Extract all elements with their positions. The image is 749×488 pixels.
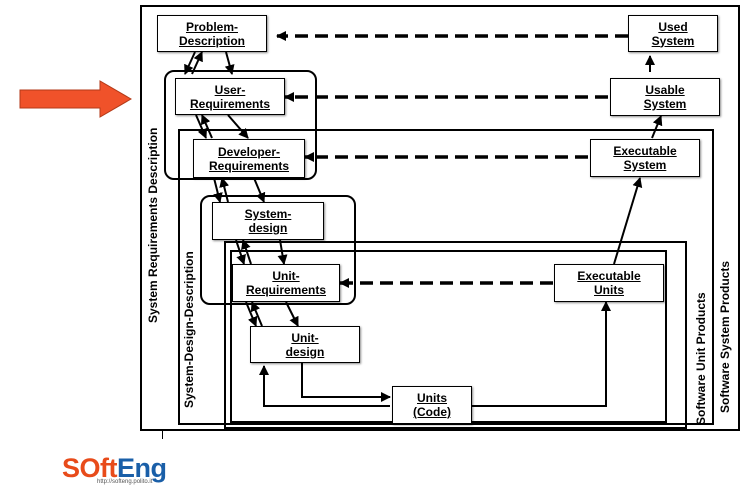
system-design-box: System- design [212,202,324,240]
user-requirements-box: User- Requirements [175,78,285,115]
logo-url: http://softeng.polito.it [97,479,153,485]
units-code-box: Units (Code) [392,386,472,424]
executable-units-box: Executable Units [554,264,664,302]
executable-system-box: Executable System [590,139,700,177]
usable-system-box: Usable System [610,78,720,116]
unit-design-box: Unit- design [250,326,360,363]
region-requirements [164,70,317,180]
pointer-arrow-icon [19,80,132,118]
frame-tick [162,431,163,439]
region-software-unit-products-outer [224,241,687,429]
used-system-box: Used System [628,15,718,52]
region-software-system-products [178,129,714,425]
problem-description-box: Problem- Description [157,15,267,52]
diagram-frame [140,5,740,431]
softeng-logo: SOftEng [62,453,167,483]
developer-requirements-box: Developer- Requirements [193,139,305,178]
unit-requirements-box: Unit- Requirements [232,264,340,302]
